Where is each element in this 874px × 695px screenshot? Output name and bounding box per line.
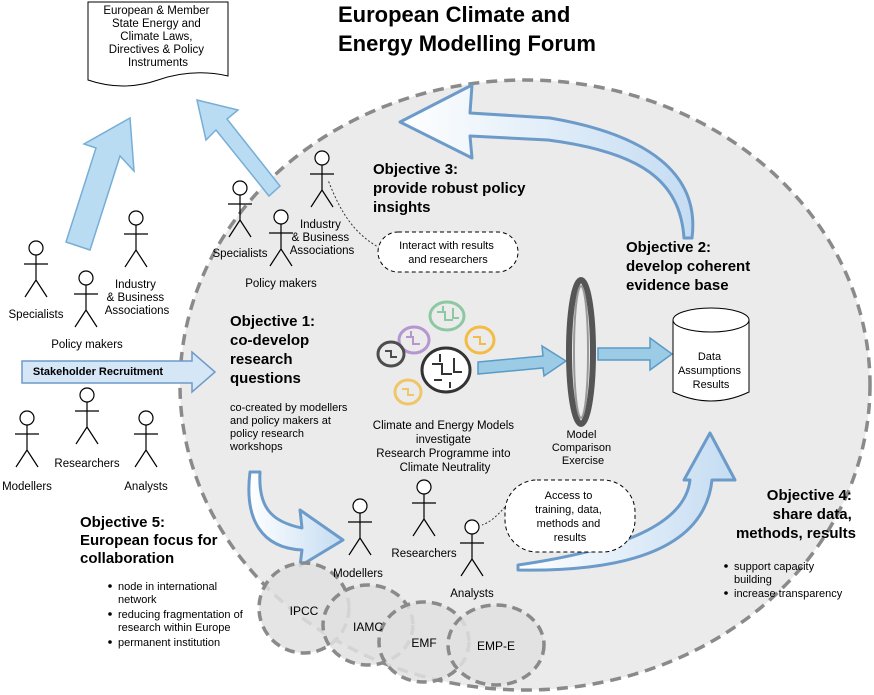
- network-circles: IPCC IAMC EMF EMP-E: [257, 561, 546, 687]
- network-circle-empe: [446, 603, 546, 687]
- policy-maker-figure-icon: [269, 209, 293, 267]
- industry-figure-icon: [310, 150, 334, 208]
- svg-text:increase transparency: increase transparency: [734, 588, 843, 600]
- arrow-models-to-comparison: [477, 344, 568, 378]
- model-brains: [376, 300, 496, 406]
- svg-text:support capacity buildin: support capacity building: [734, 561, 817, 586]
- svg-text:Interact with results an: Interact with results and researchers: [399, 240, 497, 266]
- brain-icon: [393, 378, 423, 406]
- inner-industry-label: Industry & Business Associations: [290, 219, 355, 257]
- brain-icon: [420, 346, 472, 394]
- access-bubble: Access to training, data, methods and re…: [481, 479, 636, 553]
- objective2-title: Objective 2: develop coherent evidence b…: [626, 239, 754, 294]
- arrow-outside-to-document: [65, 116, 135, 251]
- researcher-figure-icon: [75, 387, 99, 445]
- inner-specialists-label: Specialists: [213, 248, 268, 260]
- svg-text:permanent institution: permanent institution: [118, 637, 220, 649]
- brain-icon: [428, 300, 466, 332]
- specialist-figure-icon: [24, 240, 48, 298]
- curved-arrow-top: [398, 83, 695, 240]
- svg-text:Access to training, data: Access to training, data, methods and re…: [535, 490, 605, 544]
- analyst-figure-icon: [460, 519, 484, 577]
- objective5-bullets: node in international network reducing f…: [108, 581, 246, 649]
- outside-policy-makers-label: Policy makers: [51, 339, 123, 351]
- arrow-comparison-to-database: [597, 336, 674, 372]
- inner-policy-makers-label: Policy makers: [245, 278, 317, 290]
- svg-text:Data Assumptions R: Data Assumptions Results: [678, 351, 744, 391]
- curved-arrow-to-modellers: [247, 470, 345, 568]
- objective5-title: Objective 5: European focus for collabor…: [80, 514, 222, 567]
- stakeholder-recruitment-arrow: Stakeholder Recruitment: [21, 350, 217, 394]
- model-comparison-label: Model Comparison Exercise: [552, 429, 614, 467]
- analyst-figure-icon: [134, 410, 158, 468]
- objective1-title: Objective 1: co-develop research questio…: [230, 313, 319, 387]
- svg-text:node in international ne: node in international network: [118, 581, 220, 606]
- forum-title: European Climate and Energy Modelling Fo…: [338, 2, 596, 56]
- objective4-bullets: support capacity building increase trans…: [724, 561, 843, 600]
- outside-analysts-label: Analysts: [124, 481, 168, 493]
- svg-text:IAMC: IAMC: [353, 620, 383, 634]
- inner-analysts-label: Analysts: [450, 588, 494, 600]
- models-caption: Climate and Energy Models investigate Re…: [373, 420, 517, 474]
- interact-bubble: Interact with results and researchers: [327, 179, 519, 273]
- svg-text:EMP-E: EMP-E: [477, 639, 515, 653]
- svg-text:IPCC: IPCC: [290, 604, 319, 618]
- objective3-title: Objective 3: provide robust policy insig…: [373, 161, 530, 216]
- brain-icon: [397, 325, 431, 355]
- outside-modellers-label: Modellers: [2, 481, 52, 493]
- objective4-title: Objective 4: share data, methods, result…: [736, 487, 856, 542]
- researcher-figure-icon: [412, 479, 436, 537]
- stick-figures: [15, 150, 484, 577]
- specialist-figure-icon: [228, 180, 252, 238]
- svg-text:European & Member State: European & Member State Energy and Clima…: [103, 5, 212, 69]
- policy-document: European & Member State Energy and Clima…: [87, 1, 229, 87]
- outside-industry-label: Industry & Business Associations: [105, 279, 170, 317]
- inner-researchers-label: Researchers: [391, 548, 456, 560]
- stakeholder-recruitment-label: Stakeholder Recruitment: [33, 366, 164, 378]
- forum-circle: [178, 78, 872, 692]
- policy-maker-figure-icon: [74, 270, 98, 328]
- outside-researchers-label: Researchers: [54, 458, 119, 470]
- brain-icon: [376, 340, 406, 368]
- svg-text:reducing fragmentation of: reducing fragmentation of research withi…: [118, 609, 246, 634]
- modeller-figure-icon: [15, 410, 39, 468]
- inner-modellers-label: Modellers: [333, 568, 383, 580]
- outside-specialists-label: Specialists: [9, 309, 64, 321]
- svg-text:EMF: EMF: [411, 636, 436, 650]
- industry-figure-icon: [124, 210, 148, 268]
- modeller-figure-icon: [348, 498, 372, 556]
- database-cylinder: Data Assumptions Results: [672, 307, 750, 402]
- objective1-body: co-created by modellers and policy maker…: [229, 402, 350, 453]
- model-comparison-ring: [566, 277, 596, 427]
- arrow-inside-to-document: [196, 98, 282, 198]
- brain-icon: [464, 325, 496, 355]
